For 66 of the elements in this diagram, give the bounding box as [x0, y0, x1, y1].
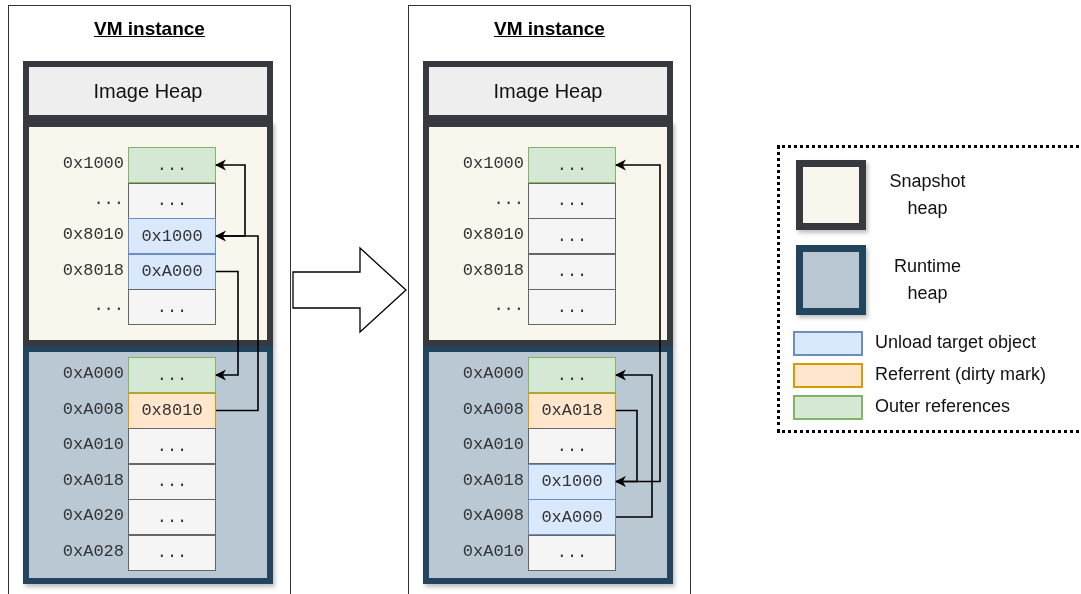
snapshot-heap-region [23, 121, 273, 346]
address-label: ... [92, 189, 124, 209]
pointer-arrow [214, 270, 239, 381]
memory-cell: 0x1000 [128, 218, 216, 254]
legend-label: Runtime heap [893, 255, 962, 305]
address-label: 0xA000 [61, 364, 124, 383]
legend-label: Snapshot heap [888, 170, 967, 220]
memory-cell: ... [528, 289, 616, 325]
memory-cell: ... [528, 218, 616, 254]
pointer-arrow [614, 409, 638, 488]
address-label: 0x1000 [461, 154, 524, 173]
runtime-heap-region [23, 346, 273, 584]
memory-cell: ... [528, 253, 616, 290]
memory-cell: 0xA000 [528, 499, 616, 535]
address-label: 0xA008 [461, 399, 524, 419]
legend-label: Unload target object [875, 332, 1037, 353]
pointer-arrow [614, 159, 661, 483]
snapshot-heap-region [423, 121, 673, 346]
legend-label: Referrent (dirty mark) [875, 364, 1047, 385]
address-label: 0xA010 [61, 435, 124, 454]
memory-cell: ... [128, 289, 216, 325]
memory-cell: ... [528, 182, 616, 219]
address-label: 0x8010 [461, 225, 524, 244]
memory-cell: ... [128, 182, 216, 219]
address-label: 0xA008 [61, 399, 124, 419]
vm-instance-panel [8, 5, 291, 594]
memory-cell: 0x1000 [528, 463, 616, 500]
memory-cell: ... [128, 357, 216, 393]
memory-cell: ... [128, 147, 216, 183]
address-label: 0xA020 [61, 506, 124, 525]
vm-instance-panel [408, 5, 691, 594]
address-label: 0xA018 [461, 470, 524, 490]
block-arrow [292, 246, 407, 334]
memory-cell: 0xA000 [128, 253, 216, 290]
address-label: 0xA028 [61, 541, 124, 561]
memory-cell: 0xA018 [528, 392, 616, 429]
address-label: 0xA008 [461, 506, 524, 525]
image-heap-box: Image Heap [423, 61, 673, 121]
address-label: 0xA010 [461, 541, 524, 561]
pointer-arrow [214, 230, 259, 412]
address-label: 0xA000 [461, 364, 524, 383]
address-label: ... [492, 296, 524, 315]
memory-cell: ... [128, 428, 216, 464]
address-label: ... [92, 296, 124, 315]
legend-label: Outer references [875, 396, 1011, 417]
memory-cell: 0x8010 [128, 392, 216, 429]
pointer-arrow [214, 159, 246, 237]
panel-title: VM instance [94, 18, 205, 40]
memory-cell: ... [128, 499, 216, 535]
image-heap-box: Image Heap [23, 61, 273, 121]
memory-cell: ... [128, 463, 216, 500]
address-label: 0x8018 [61, 260, 124, 280]
runtime-heap-region [423, 346, 673, 584]
address-label: ... [492, 189, 524, 209]
address-label: 0x8018 [461, 260, 524, 280]
memory-cell: ... [528, 357, 616, 393]
address-label: 0x1000 [61, 154, 124, 173]
address-label: 0xA010 [461, 435, 524, 454]
address-label: 0xA018 [61, 470, 124, 490]
memory-cell: ... [528, 147, 616, 183]
pointer-arrow [614, 369, 653, 518]
memory-cell: ... [128, 534, 216, 571]
memory-cell: ... [528, 428, 616, 464]
address-label: 0x8010 [61, 225, 124, 244]
memory-cell: ... [528, 534, 616, 571]
panel-title: VM instance [494, 18, 605, 40]
